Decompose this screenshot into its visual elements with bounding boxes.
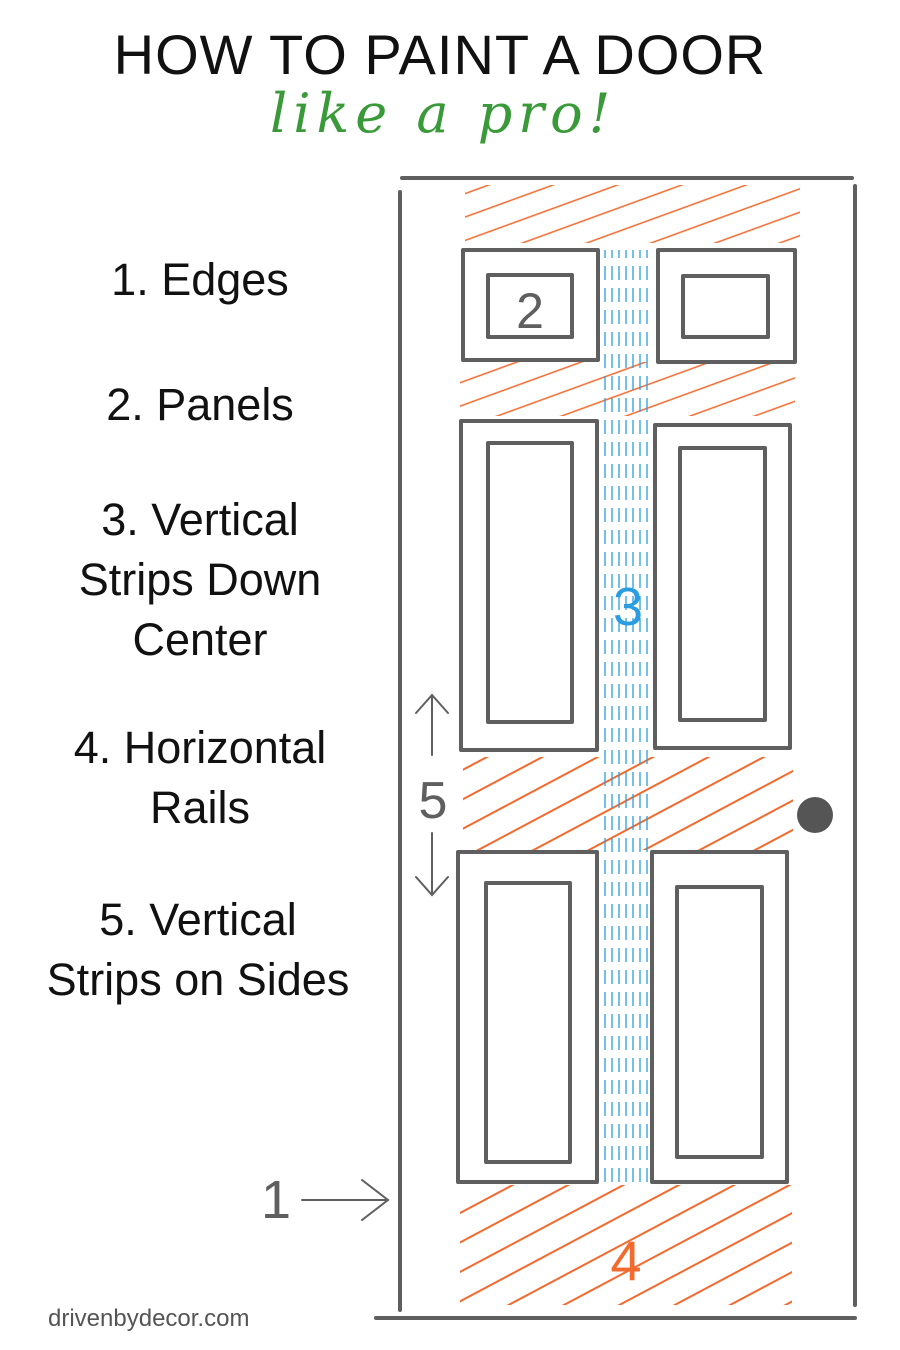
panel-top-right-inner	[681, 274, 770, 339]
arrow-right-icon	[301, 1179, 390, 1221]
center-strip	[604, 250, 650, 1185]
panel-bottom-right-inner	[675, 885, 764, 1159]
panel-mid-left-inner	[486, 441, 574, 724]
marker-3: 3	[613, 577, 643, 637]
step-3-line: Center	[132, 614, 268, 665]
step-4-line: Rails	[149, 782, 251, 833]
panel-top-left-inner	[486, 273, 574, 339]
step-3-line: 3. Vertical	[101, 494, 299, 545]
door-knob	[797, 797, 833, 833]
panel-mid-right-inner	[678, 446, 767, 722]
bottom-rail	[460, 1185, 792, 1305]
step-1: 1. Edges	[0, 250, 400, 310]
step-4: 4. Horizontal Rails	[0, 718, 400, 838]
subtitle: like a pro!	[270, 82, 617, 145]
footer-site: drivenbydecor.com	[48, 1305, 250, 1332]
door-outline	[374, 176, 857, 1320]
arrow-down-icon	[415, 832, 449, 897]
top-rail	[465, 185, 800, 243]
marker-2: 2	[516, 283, 544, 339]
panel-bottom-left-inner	[484, 881, 572, 1164]
marker-5: 5	[419, 772, 448, 830]
step-5-line: Strips on Sides	[46, 954, 350, 1005]
step-2-label: 2. Panels	[106, 379, 294, 430]
marker-1: 1	[261, 1170, 291, 1230]
marker-4: 4	[610, 1229, 641, 1292]
step-5-line: 5. Vertical	[99, 894, 297, 945]
step-5: 5. Vertical Strips on Sides	[0, 890, 398, 1010]
arrow-up-icon	[415, 693, 449, 756]
step-1-label: 1. Edges	[111, 254, 289, 305]
step-3-line: Strips Down	[78, 554, 322, 605]
step-2: 2. Panels	[0, 375, 400, 435]
step-4-line: 4. Horizontal	[73, 722, 327, 773]
page-title: HOW TO PAINT A DOOR	[113, 23, 767, 86]
step-3: 3. Vertical Strips Down Center	[0, 490, 400, 670]
